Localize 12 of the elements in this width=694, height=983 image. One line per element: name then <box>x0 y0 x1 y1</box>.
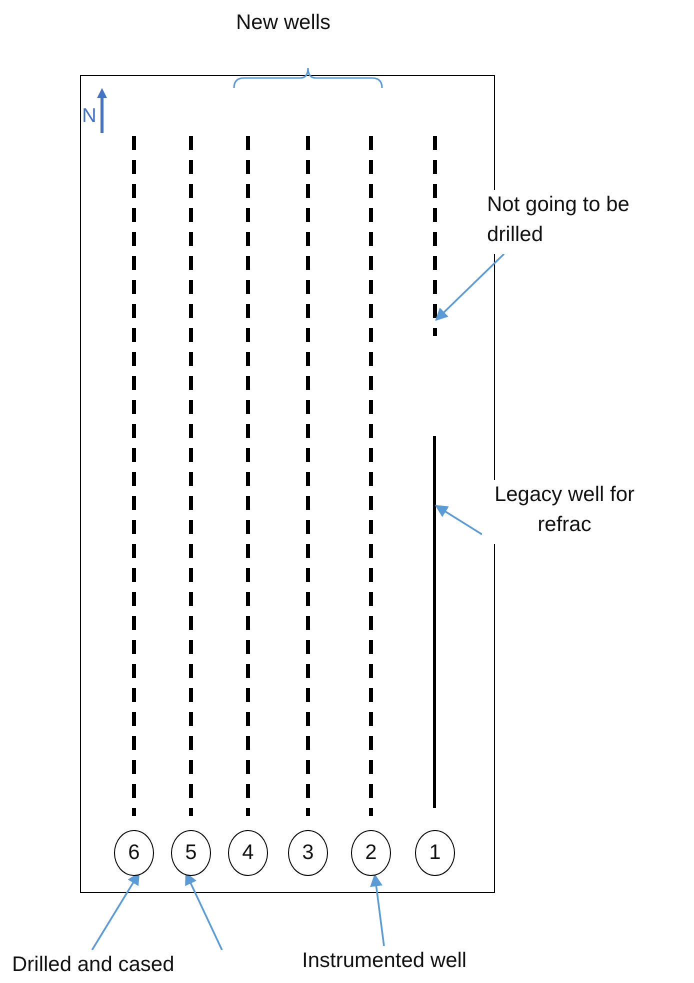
well-number-circle: 4 <box>228 830 268 876</box>
leader-arrow <box>435 253 505 321</box>
leader-arrow <box>370 874 385 946</box>
heading-text: New wells <box>236 10 331 36</box>
well-number-circle: 1 <box>415 830 455 876</box>
leader-arrow <box>434 504 482 536</box>
well-number-circle: 5 <box>171 830 211 876</box>
well-number-circle: 3 <box>288 830 328 876</box>
solid-well-line <box>433 436 436 808</box>
well-number-circle: 2 <box>351 830 391 876</box>
well-number-circle: 6 <box>114 830 154 876</box>
compass-letter: N <box>82 104 96 129</box>
